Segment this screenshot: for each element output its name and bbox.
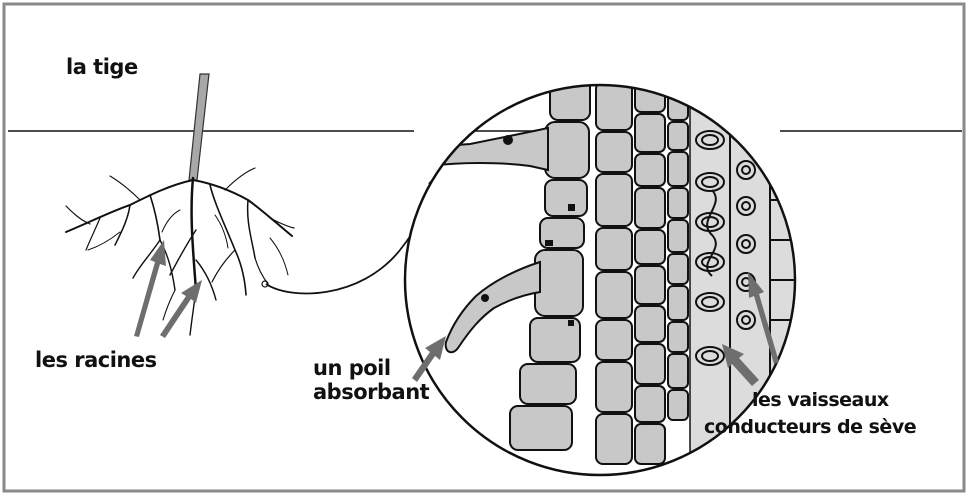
magnified-root-section: [400, 36, 800, 480]
vessels-label-line2: conducteurs de sève: [704, 415, 916, 439]
stem-shape: [189, 74, 209, 180]
root-hair-label-line1: un poil: [313, 356, 391, 380]
vessels-label-line1: les vaisseaux: [752, 388, 889, 412]
roots-label: les racines: [35, 348, 157, 372]
root-hair-label-line2: absorbant: [313, 380, 429, 404]
stem-label: la tige: [66, 55, 138, 79]
